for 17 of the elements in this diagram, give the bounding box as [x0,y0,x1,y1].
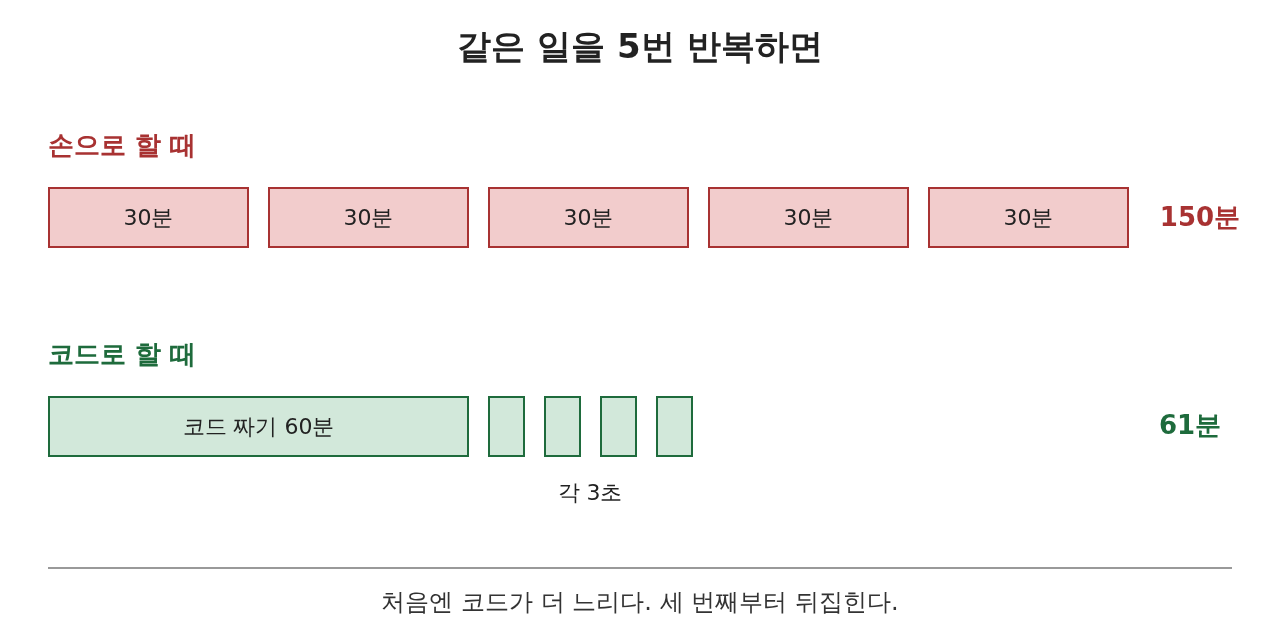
time-block: 30분 [488,187,689,248]
title: 같은 일을 5번 반복하면 [456,25,824,68]
time-block: 30분 [928,187,1129,248]
time-block: 30분 [268,187,469,248]
total-time: 150분 [1158,201,1242,234]
caption: 처음엔 코드가 더 느리다. 세 번째부터 뒤집힌다. [380,587,900,618]
run-time-note: 각 3초 [556,479,624,507]
total-time: 61분 [1157,409,1223,442]
run-block [488,396,525,457]
run-block [544,396,581,457]
run-block [600,396,637,457]
time-block: 30분 [708,187,909,248]
run-block [656,396,693,457]
time-block: 코드 짜기 60분 [48,396,469,457]
section-heading: 손으로 할 때 [48,129,197,162]
time-block: 30분 [48,187,249,248]
section-heading: 코드로 할 때 [48,338,197,371]
